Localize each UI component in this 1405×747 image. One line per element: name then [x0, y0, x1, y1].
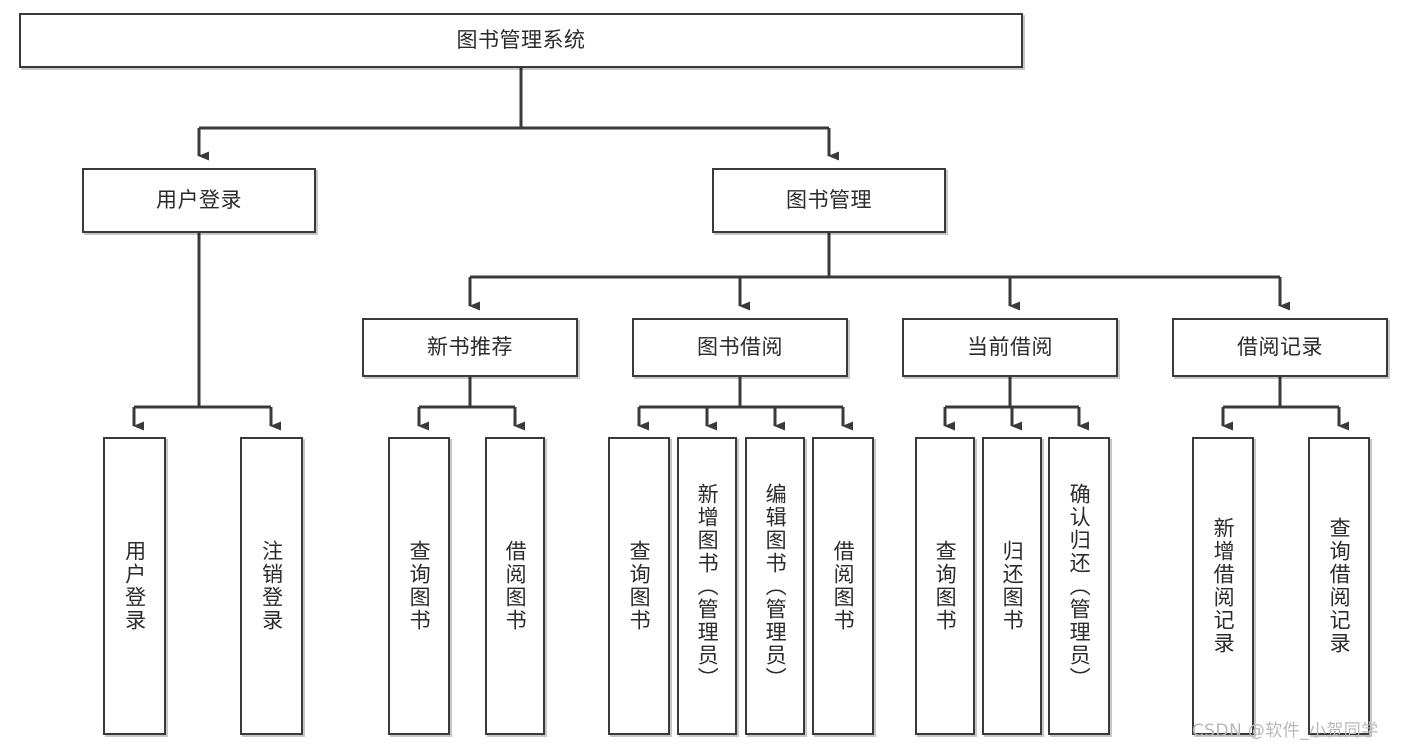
connector-currentborrow-to-leaves — [943, 377, 1089, 431]
node-leaf-logout-label: 注销登录 — [259, 540, 284, 632]
node-leaf-borrow-book-1[interactable]: 借阅图书 — [485, 437, 545, 735]
node-current-borrow[interactable]: 当前借阅 — [902, 318, 1118, 377]
node-leaf-confirm-return[interactable]: 确认归还（管理员） — [1048, 437, 1110, 735]
connector-bookmgmt-to-level3 — [468, 233, 1290, 311]
node-leaf-add-book[interactable]: 新增图书（管理员） — [677, 437, 737, 735]
node-user-login[interactable]: 用户登录 — [82, 168, 316, 233]
node-leaf-query-record-label: 查询借阅记录 — [1327, 517, 1352, 655]
node-leaf-return-book-label: 归还图书 — [1000, 540, 1025, 632]
node-leaf-add-record[interactable]: 新增借阅记录 — [1192, 437, 1254, 735]
csdn-watermark: CSDN @软件_小贺同学 — [1192, 721, 1379, 741]
node-leaf-borrow-book-2[interactable]: 借阅图书 — [812, 437, 874, 735]
node-leaf-user-login-label: 用户登录 — [122, 540, 147, 632]
node-leaf-add-record-label: 新增借阅记录 — [1211, 517, 1236, 655]
node-root[interactable]: 图书管理系统 — [19, 13, 1023, 68]
node-leaf-query-book-1-label: 查询图书 — [407, 540, 432, 632]
connector-newbookrec-to-leaves — [417, 377, 525, 431]
node-leaf-query-record[interactable]: 查询借阅记录 — [1308, 437, 1370, 735]
node-leaf-user-login[interactable]: 用户登录 — [103, 437, 166, 735]
node-new-book-rec[interactable]: 新书推荐 — [362, 318, 578, 377]
node-leaf-query-book-3-label: 查询图书 — [933, 540, 958, 632]
node-leaf-return-book[interactable]: 归还图书 — [982, 437, 1042, 735]
node-leaf-borrow-book-1-label: 借阅图书 — [503, 540, 528, 632]
node-leaf-query-book-2[interactable]: 查询图书 — [608, 437, 670, 735]
connector-root-to-level2 — [197, 68, 839, 161]
node-borrow-record-label: 借阅记录 — [1237, 334, 1323, 359]
node-borrow-record[interactable]: 借阅记录 — [1172, 318, 1388, 377]
node-user-login-label: 用户登录 — [156, 187, 242, 212]
node-current-borrow-label: 当前借阅 — [967, 334, 1053, 359]
node-new-book-rec-label: 新书推荐 — [427, 334, 513, 359]
node-book-mgmt[interactable]: 图书管理 — [712, 168, 946, 233]
node-leaf-query-book-2-label: 查询图书 — [627, 540, 652, 632]
node-leaf-confirm-return-label: 确认归还（管理员） — [1067, 482, 1092, 690]
node-leaf-query-book-3[interactable]: 查询图书 — [915, 437, 975, 735]
node-leaf-query-book-1[interactable]: 查询图书 — [388, 437, 450, 735]
node-leaf-edit-book-label: 编辑图书（管理员） — [763, 482, 788, 690]
node-leaf-logout[interactable]: 注销登录 — [240, 437, 303, 735]
node-book-borrow[interactable]: 图书借阅 — [632, 318, 848, 377]
node-leaf-add-book-label: 新增图书（管理员） — [695, 482, 720, 690]
connector-userlogin-to-leaves — [132, 233, 281, 431]
node-book-borrow-label: 图书借阅 — [697, 334, 783, 359]
connector-borrowrecord-to-leaves — [1221, 377, 1349, 431]
node-root-label: 图书管理系统 — [456, 27, 586, 52]
node-leaf-edit-book[interactable]: 编辑图书（管理员） — [745, 437, 805, 735]
node-book-mgmt-label: 图书管理 — [786, 187, 872, 212]
node-leaf-borrow-book-2-label: 借阅图书 — [831, 540, 856, 632]
connector-bookborrow-to-leaves — [637, 377, 853, 431]
